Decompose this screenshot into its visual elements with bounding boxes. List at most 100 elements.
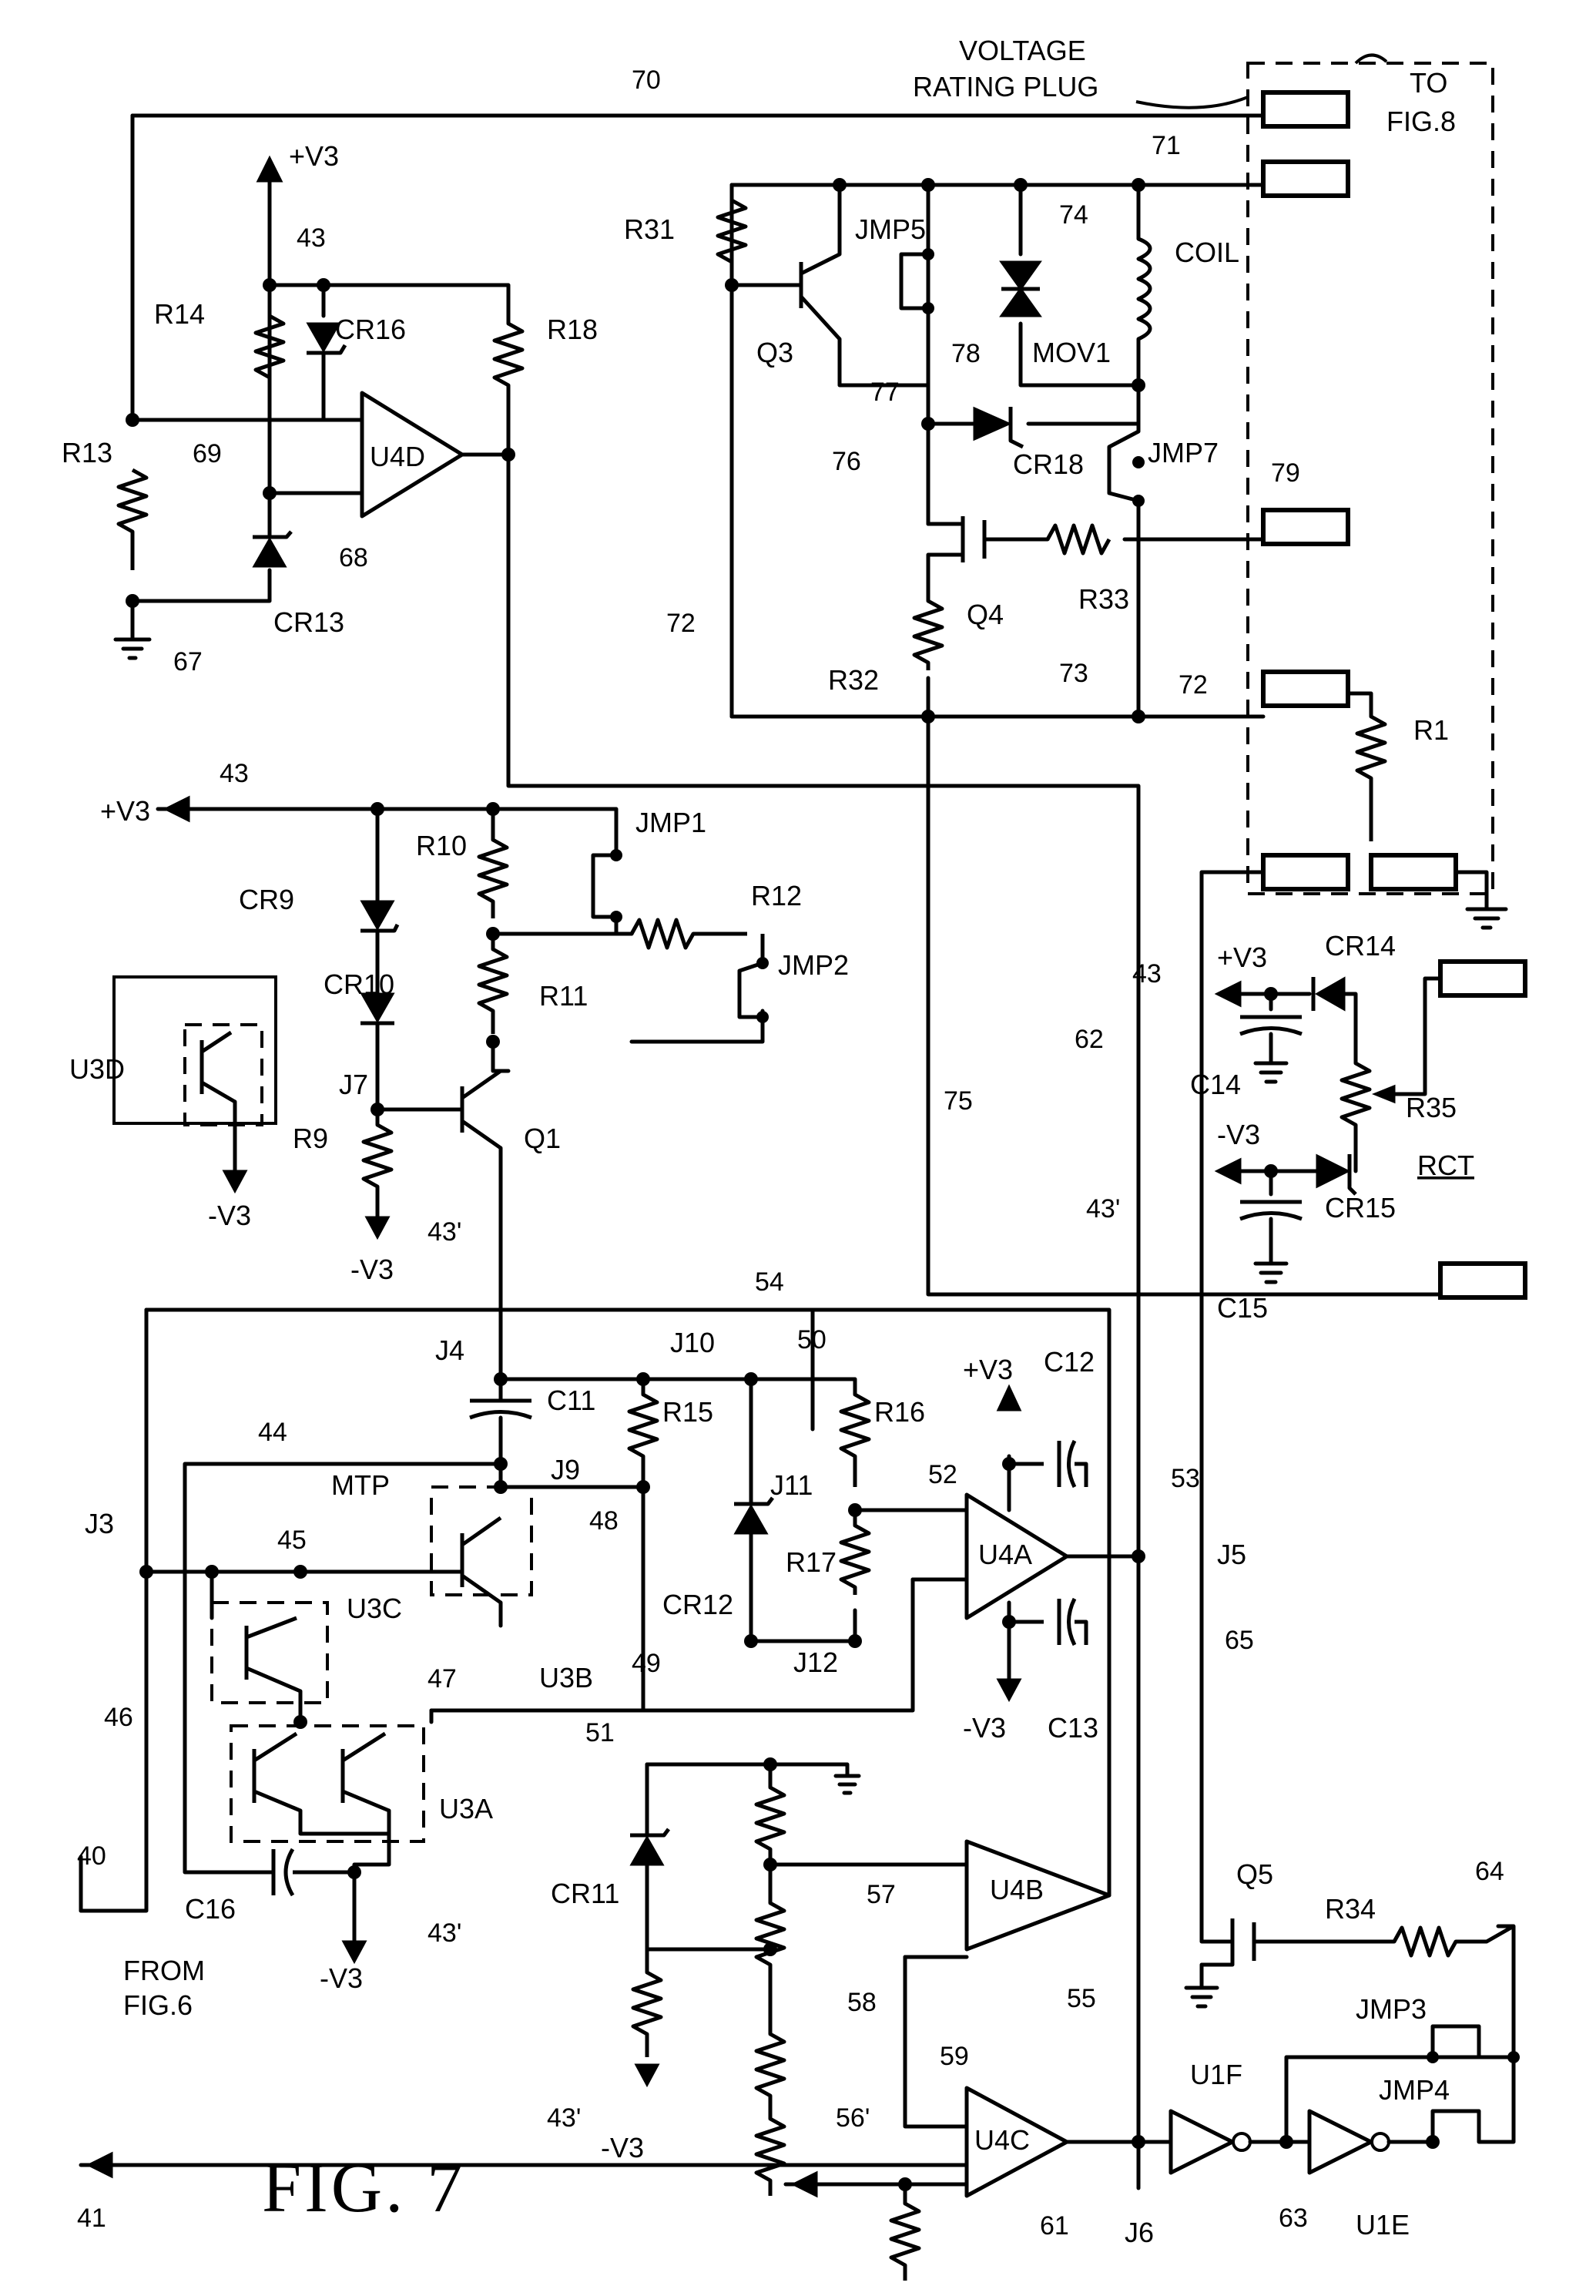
svg-text:J3: J3 <box>85 1508 114 1539</box>
svg-text:77: 77 <box>870 378 900 407</box>
r11-resistor <box>479 934 507 1034</box>
divider-resistor-chain <box>756 1764 784 2196</box>
mtp-timing-section <box>81 1310 1138 1962</box>
mov1-varistor <box>1001 262 1040 316</box>
svg-text:R33: R33 <box>1078 583 1129 615</box>
svg-text:-V3: -V3 <box>350 1254 394 1285</box>
plug-connector-72 <box>1263 672 1348 706</box>
svg-text:CR13: CR13 <box>273 606 344 638</box>
r13-resistor <box>119 470 146 570</box>
svg-text:R16: R16 <box>874 1396 925 1428</box>
svg-text:Q4: Q4 <box>967 599 1004 630</box>
svg-text:JMP1: JMP1 <box>635 807 706 838</box>
svg-text:62: 62 <box>1075 1025 1104 1054</box>
r34-resistor <box>1394 1926 1514 1955</box>
r-cr11-bias <box>633 1949 661 2057</box>
top-wiring <box>132 116 1440 1294</box>
jmp7-jumper <box>1109 431 1145 507</box>
svg-text:C14: C14 <box>1190 1069 1241 1100</box>
svg-text:49: 49 <box>632 1649 661 1678</box>
svg-text:64: 64 <box>1475 1857 1504 1886</box>
svg-text:CR11: CR11 <box>551 1878 619 1909</box>
svg-text:68: 68 <box>339 543 368 572</box>
to-note-1: TO <box>1410 67 1447 99</box>
cr14-diode <box>1317 978 1344 1009</box>
svg-text:+V3: +V3 <box>100 795 150 827</box>
cr18-diode <box>974 407 1023 447</box>
svg-text:R34: R34 <box>1325 1893 1376 1925</box>
svg-text:72: 72 <box>666 609 696 638</box>
svg-text:C16: C16 <box>185 1893 236 1925</box>
svg-text:59: 59 <box>940 2042 969 2071</box>
svg-text:74: 74 <box>1059 200 1088 230</box>
c15-capacitor <box>1240 1202 1302 1219</box>
r-u4c-pulldown <box>891 2204 919 2281</box>
svg-text:-V3: -V3 <box>208 1200 251 1231</box>
svg-text:U1F: U1F <box>1190 2059 1242 2090</box>
svg-text:54: 54 <box>755 1267 784 1297</box>
q4-mosfet <box>963 516 984 562</box>
svg-text:U3B: U3B <box>539 1662 593 1693</box>
u3b-box <box>431 1487 531 1595</box>
svg-text:63: 63 <box>1279 2204 1308 2233</box>
r32-resistor <box>914 601 942 670</box>
svg-text:MOV1: MOV1 <box>1032 337 1111 368</box>
svg-text:43': 43' <box>428 1918 461 1948</box>
svg-text:-V3: -V3 <box>1217 1119 1260 1150</box>
svg-text:CR10: CR10 <box>324 968 394 1000</box>
svg-text:C12: C12 <box>1044 1346 1095 1378</box>
coil-inductor <box>1138 239 1150 339</box>
svg-text:R10: R10 <box>416 830 467 861</box>
svg-text:JMP5: JMP5 <box>855 213 926 245</box>
voltage-rating-plug <box>1136 55 1493 894</box>
u3c-box <box>212 1603 327 1703</box>
svg-text:55: 55 <box>1067 1984 1096 2013</box>
svg-text:65: 65 <box>1225 1626 1254 1655</box>
svg-text:41: 41 <box>77 2204 106 2233</box>
svg-text:73: 73 <box>1059 659 1088 688</box>
svg-text:J4: J4 <box>435 1334 464 1366</box>
u3a-box <box>231 1726 424 1841</box>
svg-text:43: 43 <box>1132 959 1162 989</box>
r33-resistor <box>1048 525 1109 553</box>
svg-text:JMP7: JMP7 <box>1148 437 1219 468</box>
svg-text:R32: R32 <box>828 664 879 696</box>
svg-text:43': 43' <box>1086 1194 1120 1224</box>
jmp4-jumper <box>1433 2111 1514 2142</box>
cr11-diode <box>632 1838 662 1865</box>
svg-text:43: 43 <box>220 759 249 788</box>
svg-text:R18: R18 <box>547 314 598 345</box>
cr12-diode <box>736 1506 766 1533</box>
svg-text:76: 76 <box>832 447 861 476</box>
svg-text:J7: J7 <box>339 1069 368 1100</box>
svg-text:U1E: U1E <box>1356 2209 1410 2241</box>
svg-text:R12: R12 <box>751 880 802 911</box>
svg-text:+V3: +V3 <box>1217 942 1267 973</box>
u4d-comparator-section <box>116 158 1138 2188</box>
q3-transistor <box>801 254 840 339</box>
svg-text:53: 53 <box>1171 1464 1200 1493</box>
svg-text:J9: J9 <box>551 1454 580 1485</box>
svg-text:44: 44 <box>258 1418 287 1447</box>
svg-text:43': 43' <box>428 1217 461 1247</box>
svg-text:U3C: U3C <box>347 1593 402 1624</box>
svg-text:50: 50 <box>797 1325 826 1354</box>
cr9-diode <box>362 901 393 928</box>
rct-connector-bottom <box>1440 1264 1525 1297</box>
plug-title-1: VOLTAGE <box>959 35 1086 66</box>
figure-title: FIG. 7 <box>262 2148 465 2227</box>
c16-capacitor <box>185 1849 354 1895</box>
c12-capacitor <box>1009 1441 1086 1487</box>
svg-text:U4B: U4B <box>990 1874 1044 1905</box>
plug-connector-79 <box>1263 510 1348 544</box>
svg-text:71: 71 <box>1152 131 1181 160</box>
svg-text:43: 43 <box>297 223 326 253</box>
svg-text:72: 72 <box>1179 670 1208 700</box>
r18-resistor <box>495 324 522 455</box>
c13-capacitor <box>1009 1599 1086 1645</box>
svg-text:79: 79 <box>1271 458 1300 488</box>
svg-text:C13: C13 <box>1048 1712 1098 1744</box>
svg-text:47: 47 <box>428 1664 457 1693</box>
svg-text:Q3: Q3 <box>756 337 793 368</box>
